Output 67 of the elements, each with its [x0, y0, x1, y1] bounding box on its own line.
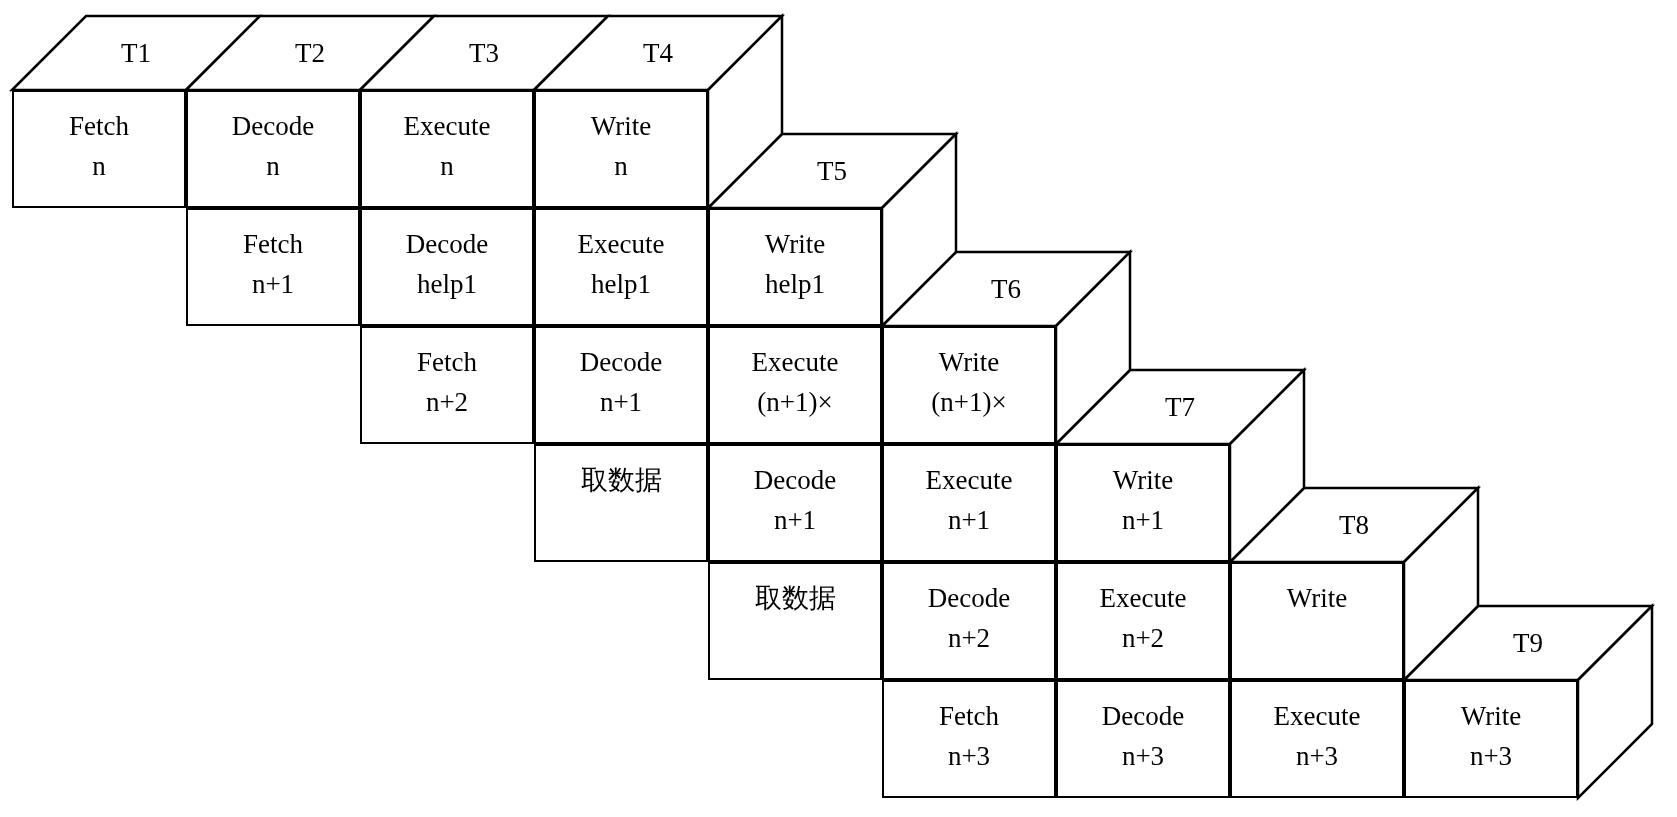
pipeline-cell	[1056, 444, 1230, 562]
pipeline-cell	[1056, 562, 1230, 680]
pipeline-cell	[360, 90, 534, 208]
clock-cycle-label: T3	[469, 37, 499, 69]
stage-label: Execute help1	[577, 228, 665, 301]
pipeline-cell	[186, 208, 360, 326]
cube-side-face	[1576, 603, 1654, 801]
stage-label: Write n	[590, 110, 652, 183]
cube-top-face	[1404, 606, 1652, 680]
stage-label: Execute n+1	[925, 464, 1013, 537]
pipeline-cell	[360, 326, 534, 444]
stage-label: Fetch n	[69, 110, 129, 183]
pipeline-cell	[534, 444, 708, 562]
pipeline-cell	[12, 90, 186, 208]
clock-cycle-label: T8	[1339, 509, 1369, 541]
stage-label: Decode n+1	[753, 464, 837, 537]
pipeline-cell	[882, 680, 1056, 798]
pipeline-cell	[882, 326, 1056, 444]
pipeline-cell	[1230, 680, 1404, 798]
clock-cycle-label: T4	[643, 37, 673, 69]
stage-label: Decode n	[231, 110, 315, 183]
clock-cycle-label: T2	[295, 37, 325, 69]
pipeline-cell	[534, 326, 708, 444]
pipeline-cell	[186, 90, 360, 208]
cube-top-face	[186, 16, 434, 90]
cube-top-face	[708, 134, 956, 208]
pipeline-cell	[534, 208, 708, 326]
stage-label: Execute (n+1)×	[751, 346, 839, 419]
stage-label: Decode n+3	[1101, 700, 1185, 773]
cube-top-face	[1056, 370, 1304, 444]
pipeline-cell	[534, 90, 708, 208]
pipeline-cell	[708, 444, 882, 562]
stage-label: Execute n+3	[1273, 700, 1361, 773]
cube-top-face	[534, 16, 782, 90]
stage-label: Execute n+2	[1099, 582, 1187, 655]
pipeline-cell	[708, 562, 882, 680]
cube-top-face	[360, 16, 608, 90]
stage-label: Decode n+1	[579, 346, 663, 419]
pipeline-cell	[1404, 680, 1578, 798]
pipeline-cell	[360, 208, 534, 326]
pipeline-cell	[1230, 562, 1404, 680]
pipeline-cell	[882, 444, 1056, 562]
stage-label: Fetch n+3	[939, 700, 999, 773]
clock-cycle-label: T7	[1165, 391, 1195, 423]
pipeline-cell	[1056, 680, 1230, 798]
stage-label: Fetch n+2	[417, 346, 477, 419]
stage-label: 取数据	[754, 582, 836, 615]
clock-cycle-label: T1	[121, 37, 151, 69]
cube-top-face	[1230, 488, 1478, 562]
stage-label: Write (n+1)×	[931, 346, 1007, 419]
stage-label: Write help1	[764, 228, 826, 301]
stage-label: Write	[1286, 582, 1348, 615]
pipeline-cell	[708, 208, 882, 326]
stage-label: Fetch n+1	[243, 228, 303, 301]
cube-top-face	[12, 16, 260, 90]
stage-label: Write n+1	[1112, 464, 1174, 537]
stage-label: Decode help1	[405, 228, 489, 301]
stage-label: 取数据	[580, 464, 662, 497]
pipeline-cell	[882, 562, 1056, 680]
clock-cycle-label: T9	[1513, 627, 1543, 659]
cube-top-face	[882, 252, 1130, 326]
clock-cycle-label: T6	[991, 273, 1021, 305]
stage-label: Write n+3	[1460, 700, 1522, 773]
stage-label: Execute n	[403, 110, 491, 183]
pipeline-cell	[708, 326, 882, 444]
clock-cycle-label: T5	[817, 155, 847, 187]
stage-label: Decode n+2	[927, 582, 1011, 655]
